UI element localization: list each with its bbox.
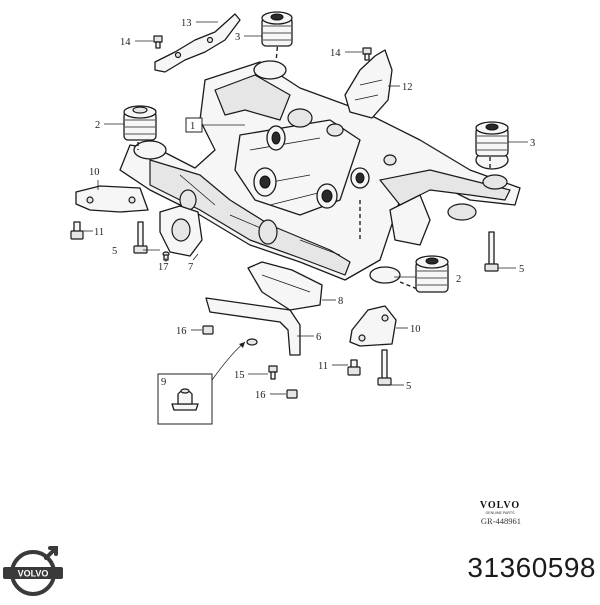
callout-labels: 1 2 2 3 3 5 5 5 6 7 8 9 10 10 11 11 12 1… — [89, 18, 535, 401]
brand-subtitle: GENUINE PARTS — [485, 511, 515, 515]
rubber-bushing-3-top — [261, 11, 293, 47]
callout-10-left: 10 — [89, 167, 100, 178]
nut-11-right — [347, 359, 361, 376]
callout-11-right: 11 — [318, 361, 328, 372]
bolt-5-bottom — [377, 349, 392, 386]
support-plate-10-right — [349, 305, 397, 347]
callout-6: 6 — [316, 332, 321, 343]
callout-14-left: 14 — [120, 37, 131, 48]
callout-16-left: 16 — [176, 326, 187, 337]
link-arm-6 — [205, 297, 301, 356]
nut-16-right — [286, 389, 298, 399]
callout-8: 8 — [338, 296, 343, 307]
brand-wordmark: VOLVO — [479, 500, 521, 511]
screw-15 — [268, 365, 278, 380]
frame-bushing-front — [266, 125, 286, 151]
reference-code: GR-448961 — [480, 516, 522, 526]
volvo-logo-icon: VOLVO — [3, 546, 63, 596]
callout-3-right: 3 — [530, 138, 535, 149]
leader-lines — [80, 21, 528, 395]
bolt-14-right — [362, 47, 372, 61]
callout-3-top: 3 — [235, 32, 240, 43]
callout-16-right: 16 — [255, 390, 266, 401]
callout-11-left: 11 — [94, 227, 104, 238]
callout-2-right: 2 — [456, 274, 461, 285]
callout-5-bottom: 5 — [406, 381, 411, 392]
reinforcement-bracket-13 — [154, 13, 241, 73]
rubber-bushing-2-right — [415, 255, 449, 293]
support-plate-10-left — [75, 185, 149, 213]
rubber-bushing-2-left — [123, 105, 157, 141]
frame-bushing-right — [350, 167, 370, 189]
callout-15: 15 — [234, 370, 245, 381]
bolt-5-left — [133, 221, 148, 254]
frame-bushing-center — [316, 183, 338, 209]
bolt-5-right — [484, 231, 499, 272]
frame-bushing-mid — [253, 167, 277, 197]
nut-11-left — [70, 221, 84, 240]
callout-5-left: 5 — [112, 246, 117, 257]
callout-14-right: 14 — [330, 48, 341, 59]
nut-16-left — [202, 325, 214, 335]
bracket-7 — [159, 205, 203, 257]
callout-5-right: 5 — [519, 264, 524, 275]
callout-17: 17 — [158, 262, 169, 273]
logo-text: VOLVO — [18, 569, 49, 579]
callout-12: 12 — [402, 82, 413, 93]
bracket-12 — [344, 49, 393, 119]
callout-7: 7 — [188, 262, 193, 273]
callout-13: 13 — [181, 18, 192, 29]
callout-2-left: 2 — [95, 120, 100, 131]
callout-10-right: 10 — [410, 324, 421, 335]
bolt-14-left — [153, 35, 163, 49]
detail-box-9 — [157, 338, 258, 425]
bracket-8 — [247, 261, 323, 311]
rubber-bushing-3-right — [475, 121, 509, 157]
part-number: 31360598 — [467, 552, 596, 583]
callout-1: 1 — [190, 121, 195, 132]
callout-9: 9 — [161, 377, 166, 388]
